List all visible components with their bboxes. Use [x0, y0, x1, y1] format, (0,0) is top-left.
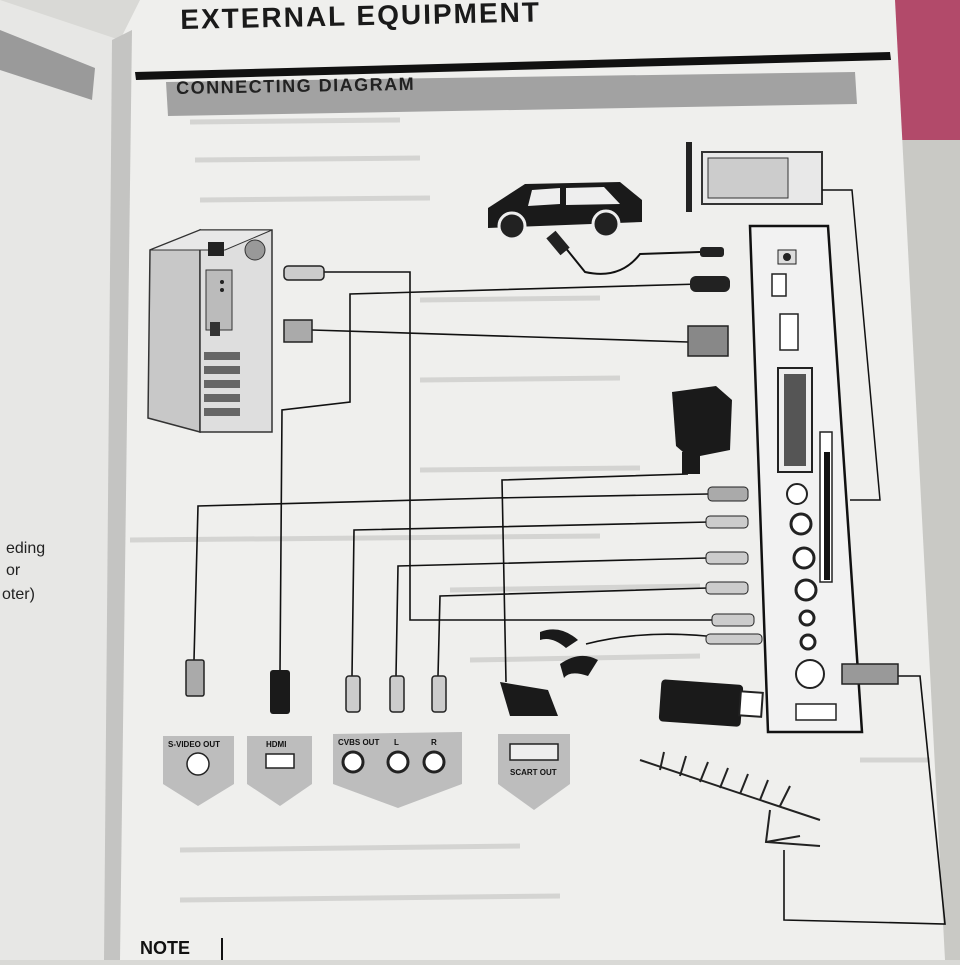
cable-lines: [193, 271, 946, 925]
scart-plug-cable-boot: [682, 452, 700, 474]
left-page-fragment: or: [6, 562, 21, 579]
svideo-plug-icon: [185, 659, 205, 697]
cvbs-plug-tv-icon: [705, 515, 749, 529]
hdmi-badge: [247, 736, 312, 806]
header-rule: [135, 52, 891, 80]
r-plug-tv-icon: [705, 581, 749, 595]
left-page-fragment: eding: [6, 540, 46, 557]
tv-rear-panel: [748, 224, 864, 734]
audio-r-label: R: [431, 738, 437, 747]
audio-l-label: L: [394, 738, 399, 747]
hdmi-label: HDMI: [266, 740, 287, 749]
headphones-earpiece-icon: [560, 655, 598, 678]
cvbs-out-label: CVBS OUT: [338, 738, 380, 747]
audio-plug-tv-icon: [711, 613, 755, 627]
hdmi-plug-icon: [690, 276, 730, 292]
audio-l-plug-icon: [389, 675, 405, 713]
section-title: CONNECTING DIAGRAM: [176, 73, 416, 98]
note-heading: NOTE: [140, 938, 191, 958]
antenna-plug-icon: [841, 663, 899, 685]
scart-out-label: SCART OUT: [510, 768, 557, 777]
audio-r-port-icon: [422, 750, 446, 774]
svideo-plug-tv-icon: [707, 486, 749, 502]
antenna-icon: [639, 751, 821, 847]
hdmi-port-icon: [265, 753, 295, 769]
car-adapter-plug-icon: [546, 230, 570, 256]
hdmi-cable-plug-icon: [270, 670, 290, 714]
l-plug-tv-icon: [705, 551, 749, 565]
audio-r-plug-icon: [431, 675, 447, 713]
left-page-header-bar: [0, 30, 95, 100]
headphone-plug-icon: [705, 633, 763, 645]
faint-background-text: [129, 117, 930, 903]
vga-connector-icon: [687, 325, 729, 357]
section-header-bar: [166, 72, 857, 116]
left-page-fragment: oter): [2, 586, 35, 603]
vga-plug-icon: [283, 319, 313, 343]
ci-card-icon: [686, 142, 823, 212]
left-page: [0, 0, 120, 960]
scart-port-icon: [509, 743, 559, 761]
cvbs-port-icon: [341, 750, 365, 774]
computer-tower-icon: [147, 228, 273, 433]
usb-stick-icon: [658, 679, 764, 727]
headphones-icon: [540, 629, 578, 648]
scart-cable-plug-icon: [500, 682, 558, 716]
dc-plug-icon: [700, 247, 724, 257]
scart-plug-icon: [672, 386, 732, 458]
car-adapter-cable: [555, 235, 701, 275]
car-icon: [488, 182, 642, 241]
cvbs-plug-icon: [345, 675, 361, 713]
book-spine: [104, 30, 132, 960]
rca-plug-icon: [283, 265, 325, 281]
audio-l-port-icon: [386, 750, 410, 774]
svideo-port-icon: [186, 752, 210, 776]
svideo-out-label: S-VIDEO OUT: [168, 740, 221, 749]
ci-slot-line: [822, 189, 881, 501]
